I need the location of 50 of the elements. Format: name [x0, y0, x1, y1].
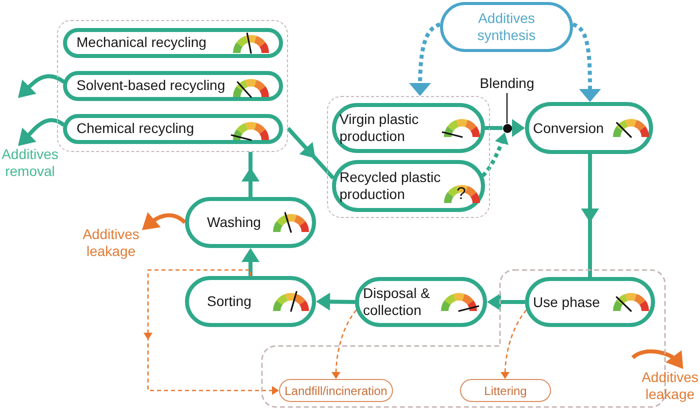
dashed-group: [57, 20, 288, 152]
flow-arrow: [581, 154, 599, 277]
flow-arrow: [242, 248, 260, 276]
process-box: [525, 102, 653, 154]
junction-dot: [502, 124, 512, 132]
dashed-arrow: [144, 269, 279, 395]
dotted-arrow: [481, 132, 508, 178]
flow-arrow: [512, 119, 525, 137]
process-box: [62, 28, 282, 58]
flow-arrow: [242, 152, 260, 197]
dashed-group: [327, 96, 490, 218]
curved-arrow: [632, 349, 684, 368]
process-label: Recycled plastic production: [340, 168, 442, 202]
annotation-text: Additives leakage: [640, 369, 700, 403]
process-box: [355, 277, 487, 327]
annotation-text: Additives removal: [0, 146, 60, 180]
dashed-arrow: [332, 310, 357, 379]
outcome-label: Landfill/incineration: [284, 384, 388, 398]
process-label: Chemical recycling: [76, 120, 194, 137]
dashed-arrow: [500, 310, 527, 379]
process-label: Solvent-based recycling: [76, 77, 226, 94]
outcome-box: [279, 379, 393, 402]
process-label: Mechanical recycling: [76, 34, 206, 51]
process-label: Disposal & collection: [363, 285, 431, 319]
process-box: [185, 197, 316, 248]
process-box: [332, 160, 484, 212]
flow-arrow: [487, 293, 525, 311]
process-label: Washing: [207, 214, 261, 231]
dotted-arrow: [572, 22, 601, 102]
dotted-arrow: [409, 22, 441, 96]
flow-line: [485, 126, 502, 130]
process-label: Conversion: [533, 120, 604, 136]
process-box: [525, 277, 655, 327]
process-label: Sorting: [207, 293, 252, 310]
process-box: [62, 114, 282, 144]
process-box: [332, 102, 484, 152]
flow-arrow: [316, 292, 356, 311]
outcome-box: [460, 379, 551, 402]
annotation-text: Additives leakage: [80, 226, 142, 260]
curved-arrow: [142, 212, 186, 230]
process-box: [185, 276, 316, 327]
process-box: [440, 2, 573, 52]
outcome-label: Littering: [484, 384, 527, 398]
process-label: Virgin plastic production: [340, 110, 420, 144]
annotation-text: Blending: [476, 75, 538, 93]
process-box: [62, 70, 282, 100]
process-label: Use phase: [533, 294, 600, 310]
leader-line: [506, 93, 508, 124]
flow-arrow: [286, 126, 335, 180]
process-label: Additives synthesis: [476, 10, 537, 44]
